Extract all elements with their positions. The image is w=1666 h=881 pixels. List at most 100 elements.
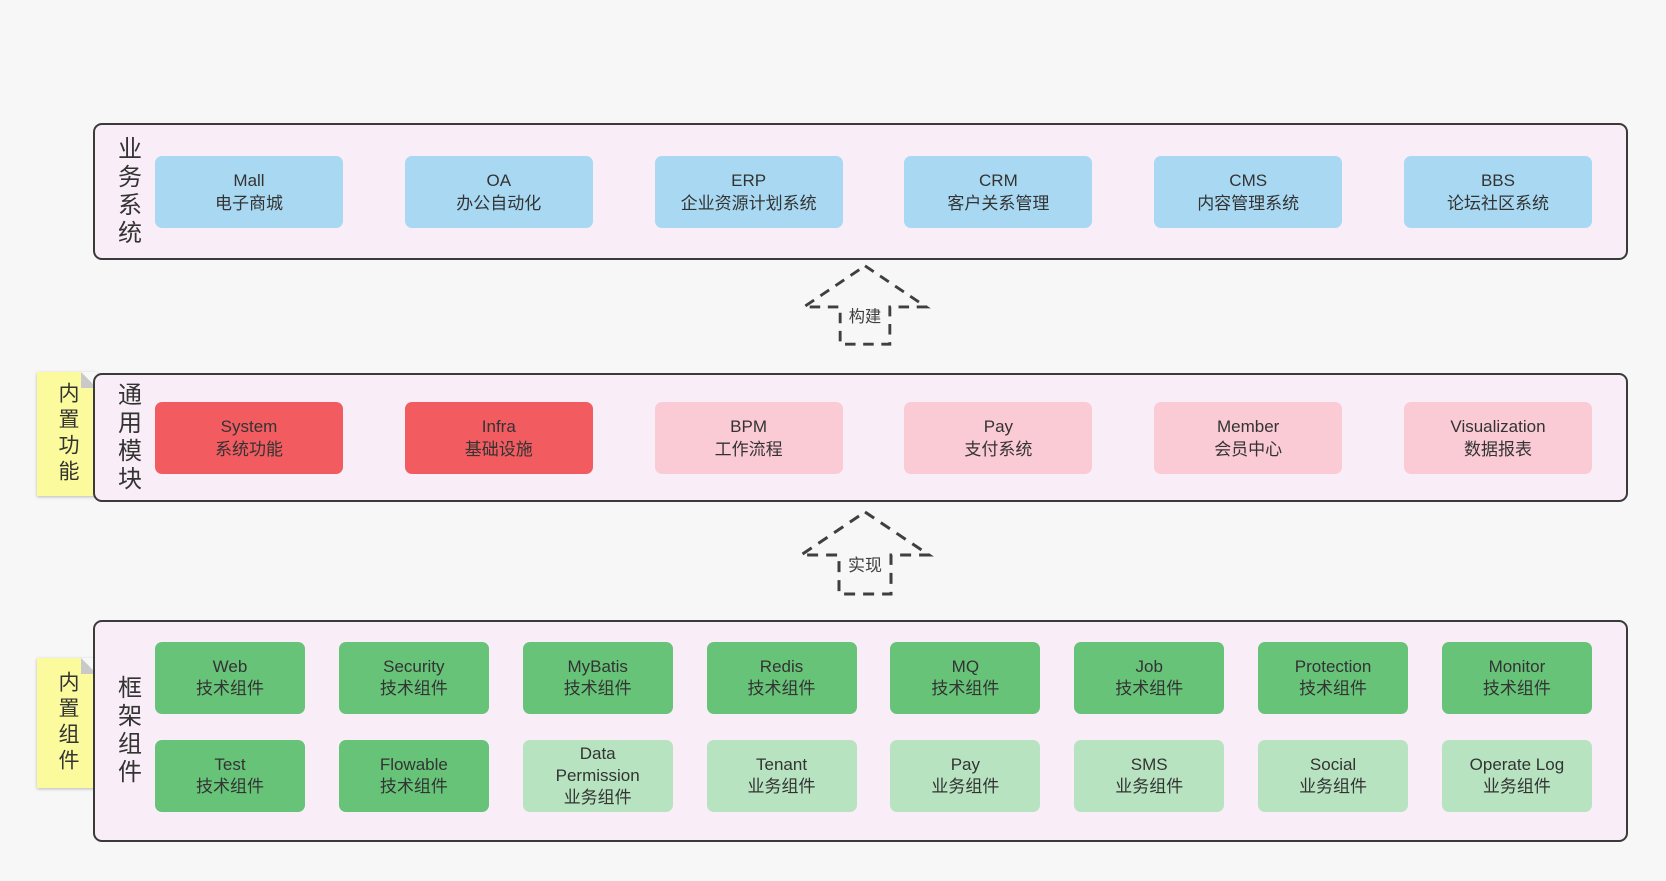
card-subtitle: 内容管理系统 <box>1197 193 1300 213</box>
card-mybatis: MyBatis 技术组件 <box>522 642 673 714</box>
card-data-permission: Data Permission 业务组件 <box>522 740 673 812</box>
card-test: Test 技术组件 <box>155 740 305 812</box>
card-sms: SMS 业务组件 <box>1074 740 1225 812</box>
arrow-build-label: 构建 <box>849 308 881 326</box>
card-subtitle: 办公自动化 <box>456 193 542 213</box>
framework-row-1: Web 技术组件 Security 技术组件 MyBatis 技术组件 Redi… <box>155 642 1592 714</box>
card-title: Pay <box>950 755 981 774</box>
card-title: BBS <box>1480 170 1515 190</box>
card-subtitle: 企业资源计划系统 <box>680 193 817 213</box>
section-common-modules: 通用模块 System 系统功能 Infra 基础设施 BPM 工作流程 Pay… <box>93 373 1628 502</box>
card-visualization: Visualization 数据报表 <box>1403 401 1592 474</box>
card-subtitle: 业务组件 <box>1482 777 1551 796</box>
card-subtitle: 技术组件 <box>196 679 264 698</box>
card-bpm: BPM 工作流程 <box>654 401 843 474</box>
card-crm: CRM 客户关系管理 <box>904 155 1093 228</box>
card-title: Infra <box>481 416 516 436</box>
card-subtitle: 技术组件 <box>1115 679 1184 698</box>
card-mall: Mall 电子商城 <box>155 155 343 228</box>
card-oa: OA 办公自动化 <box>404 155 593 228</box>
card-bbs: BBS 论坛社区系统 <box>1403 155 1592 228</box>
card-title: Pay <box>983 416 1014 436</box>
card-title: Data Permission <box>555 744 640 785</box>
card-subtitle: 技术组件 <box>379 777 448 796</box>
card-pay-component: Pay 业务组件 <box>890 740 1041 812</box>
up-block-arrow-icon: 实现 <box>796 510 934 596</box>
card-pay-module: Pay 支付系统 <box>904 401 1093 474</box>
section-common-side-label: 通用模块 <box>113 381 141 494</box>
card-tenant: Tenant 业务组件 <box>706 740 857 812</box>
card-subtitle: 业务组件 <box>931 777 1000 796</box>
card-social: Social 业务组件 <box>1258 740 1409 812</box>
card-erp: ERP 企业资源计划系统 <box>654 155 843 228</box>
card-title: Operate Log <box>1469 755 1565 774</box>
arrow-implement: 实现 <box>795 508 935 598</box>
card-subtitle: 业务组件 <box>747 777 816 796</box>
card-subtitle: 业务组件 <box>1115 777 1184 796</box>
card-subtitle: 论坛社区系统 <box>1446 193 1549 213</box>
section-business-side-label: 业务系统 <box>113 135 141 248</box>
card-mq: MQ 技术组件 <box>890 642 1041 714</box>
card-cms: CMS 内容管理系统 <box>1154 155 1343 228</box>
card-web: Web 技术组件 <box>155 642 305 714</box>
card-title: Member <box>1217 416 1280 436</box>
card-title: Social <box>1309 755 1357 774</box>
framework-row-2: Test 技术组件 Flowable 技术组件 Data Permission … <box>155 740 1592 812</box>
card-subtitle: 技术组件 <box>747 679 816 698</box>
section-framework-side-label: 框架组件 <box>113 675 141 787</box>
card-job: Job 技术组件 <box>1074 642 1225 714</box>
card-flowable: Flowable 技术组件 <box>338 740 489 812</box>
sticky-built-in-features: 内置功能 <box>37 372 97 496</box>
sticky-built-in-components: 内置组件 <box>37 658 97 788</box>
card-title: OA <box>486 170 512 190</box>
card-title: MyBatis <box>567 657 628 676</box>
card-title: Visualization <box>1450 416 1546 436</box>
card-subtitle: 业务组件 <box>1299 777 1368 796</box>
sticky-label: 内置组件 <box>56 671 79 775</box>
card-subtitle: 支付系统 <box>964 439 1033 459</box>
card-subtitle: 工作流程 <box>714 439 783 459</box>
card-security: Security 技术组件 <box>338 642 489 714</box>
card-redis: Redis 技术组件 <box>706 642 857 714</box>
card-subtitle: 基础设施 <box>464 439 533 459</box>
framework-cards-grid: Web 技术组件 Security 技术组件 MyBatis 技术组件 Redi… <box>155 642 1592 812</box>
card-operate-log: Operate Log 业务组件 <box>1441 740 1592 812</box>
card-title: MQ <box>951 657 980 676</box>
card-infra: Infra 基础设施 <box>404 401 593 474</box>
card-system: System 系统功能 <box>155 401 343 474</box>
card-title: Security <box>383 657 445 676</box>
card-subtitle: 技术组件 <box>379 679 448 698</box>
card-subtitle: 技术组件 <box>563 679 632 698</box>
card-title: Mall <box>233 170 265 190</box>
card-title: Monitor <box>1488 657 1546 676</box>
card-title: Redis <box>759 657 804 676</box>
card-subtitle: 电子商城 <box>215 193 283 213</box>
card-subtitle: 技术组件 <box>196 777 264 796</box>
card-title: ERP <box>731 170 767 190</box>
card-subtitle: 客户关系管理 <box>947 193 1050 213</box>
card-title: Web <box>212 657 248 676</box>
card-subtitle: 技术组件 <box>1482 679 1551 698</box>
card-member: Member 会员中心 <box>1154 401 1343 474</box>
card-subtitle: 技术组件 <box>931 679 1000 698</box>
card-monitor: Monitor 技术组件 <box>1441 642 1592 714</box>
card-title: Job <box>1135 657 1163 676</box>
section-business-systems: 业务系统 Mall 电子商城 OA 办公自动化 ERP 企业资源计划系统 CRM… <box>93 123 1628 260</box>
up-block-arrow-icon: 构建 <box>799 264 931 346</box>
card-subtitle: 数据报表 <box>1463 439 1532 459</box>
card-title: Protection <box>1294 657 1372 676</box>
section-framework-components: 框架组件 Web 技术组件 Security 技术组件 MyBatis 技术组件… <box>93 620 1628 842</box>
card-title: CRM <box>979 170 1018 190</box>
card-title: System <box>220 416 278 436</box>
card-title: Flowable <box>379 755 448 774</box>
arrow-build: 构建 <box>795 262 935 348</box>
sticky-label: 内置功能 <box>56 382 79 486</box>
card-title: SMS <box>1130 755 1168 774</box>
arrow-implement-label: 实现 <box>848 556 882 575</box>
card-protection: Protection 技术组件 <box>1258 642 1409 714</box>
card-subtitle: 系统功能 <box>215 439 283 459</box>
card-title: BPM <box>730 416 768 436</box>
card-subtitle: 会员中心 <box>1214 439 1283 459</box>
card-title: CMS <box>1229 170 1268 190</box>
